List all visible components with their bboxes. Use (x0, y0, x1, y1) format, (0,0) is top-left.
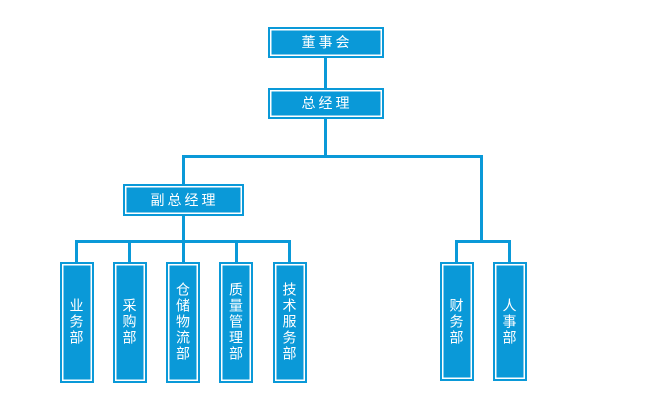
org-node-dept-technical-service[interactable]: 技术服务部 (272, 261, 307, 383)
connector-finance-drop (455, 240, 458, 263)
connector-dept-drop-5 (288, 240, 291, 262)
connector-dept-drop-4 (234, 240, 238, 262)
connector-board-gm (324, 57, 327, 88)
connector-dept-drop-2 (128, 240, 131, 262)
connector-hr-drop (508, 240, 511, 263)
connector-dept-drop-1 (75, 240, 78, 262)
org-node-label: 人事部 (501, 297, 518, 346)
org-node-dept-finance[interactable]: 财务部 (439, 262, 474, 381)
org-node-board[interactable]: 董事会 (267, 26, 384, 58)
org-node-label: 仓储物流部 (175, 282, 191, 362)
org-node-dept-warehouse-logistics[interactable]: 仓储物流部 (166, 261, 200, 383)
org-node-label: 财务部 (448, 297, 465, 346)
org-node-dept-hr[interactable]: 人事部 (492, 262, 527, 381)
connector-right-splitter (455, 240, 511, 243)
org-node-label: 业务部 (68, 298, 85, 346)
org-node-dept-quality-management[interactable]: 质量管理部 (219, 261, 253, 383)
connector-deputy-down (181, 216, 185, 243)
org-node-label: 总经理 (301, 95, 353, 111)
org-node-label: 技术服务部 (281, 282, 298, 362)
org-node-label: 采购部 (121, 298, 138, 346)
connector-gm-down (324, 118, 327, 157)
org-node-general-manager[interactable]: 总经理 (267, 87, 384, 119)
connector-right-down (480, 154, 483, 243)
org-node-label: 质量管理部 (228, 282, 244, 362)
org-node-deputy-general-manager[interactable]: 副总经理 (122, 184, 244, 216)
org-node-label: 副总经理 (150, 192, 219, 208)
connector-main-horizontal (181, 154, 483, 158)
org-node-dept-purchasing[interactable]: 采购部 (112, 261, 147, 383)
org-node-dept-business[interactable]: 业务部 (59, 261, 94, 383)
org-node-label: 董事会 (301, 34, 353, 50)
connector-dept-drop-3 (181, 240, 185, 262)
connector-deputy-drop (181, 154, 185, 185)
